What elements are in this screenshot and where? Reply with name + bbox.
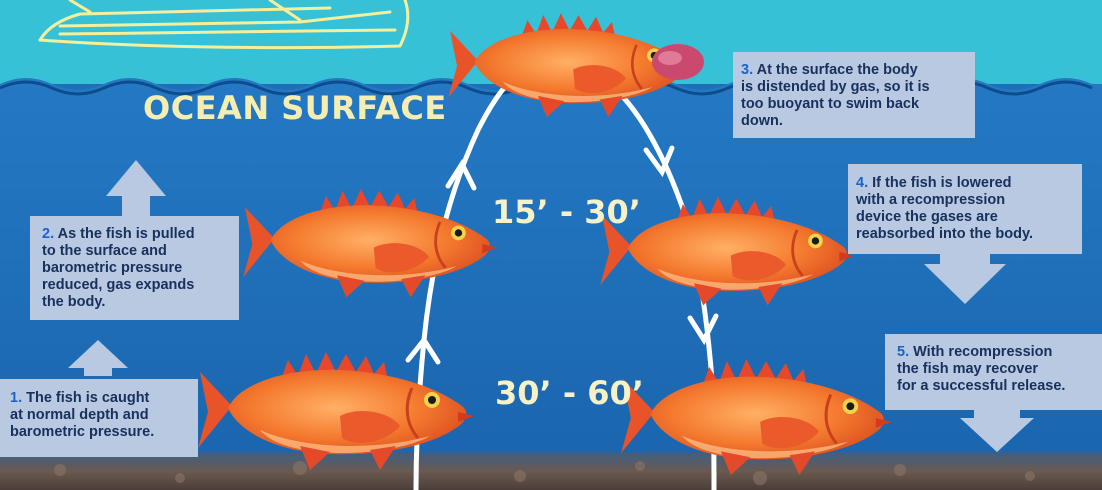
step-1-number: 1. — [10, 390, 22, 406]
step-2-number: 2. — [42, 226, 54, 242]
step-3-text: At the surface the body is distended by … — [741, 62, 930, 129]
step-4-number: 4. — [856, 175, 868, 191]
ocean-surface-label: OCEAN SURFACE — [143, 92, 447, 124]
depth-label-shallow: 15’ - 30’ — [492, 196, 641, 228]
step-2-text: As the fish is pulled to the surface and… — [42, 226, 195, 310]
step-1-box: 1. The fish is caught at normal depth an… — [0, 379, 198, 457]
depth-label-deep: 30’ - 60’ — [495, 377, 644, 409]
step-5-number: 5. — [897, 344, 909, 360]
step-2-box: 2. As the fish is pulled to the surface … — [30, 216, 239, 320]
step-3-box: 3. At the surface the body is distended … — [733, 52, 975, 138]
seabed — [0, 452, 1102, 490]
step-1-text: The fish is caught at normal depth and b… — [10, 390, 154, 440]
step-3-number: 3. — [741, 62, 753, 78]
step-4-text: If the fish is lowered with a recompress… — [856, 175, 1033, 242]
step-5-text: With recompression the fish may recover … — [897, 344, 1065, 394]
step-5-box: 5. With recompression the fish may recov… — [885, 334, 1102, 410]
step-4-box: 4. If the fish is lowered with a recompr… — [848, 164, 1082, 254]
